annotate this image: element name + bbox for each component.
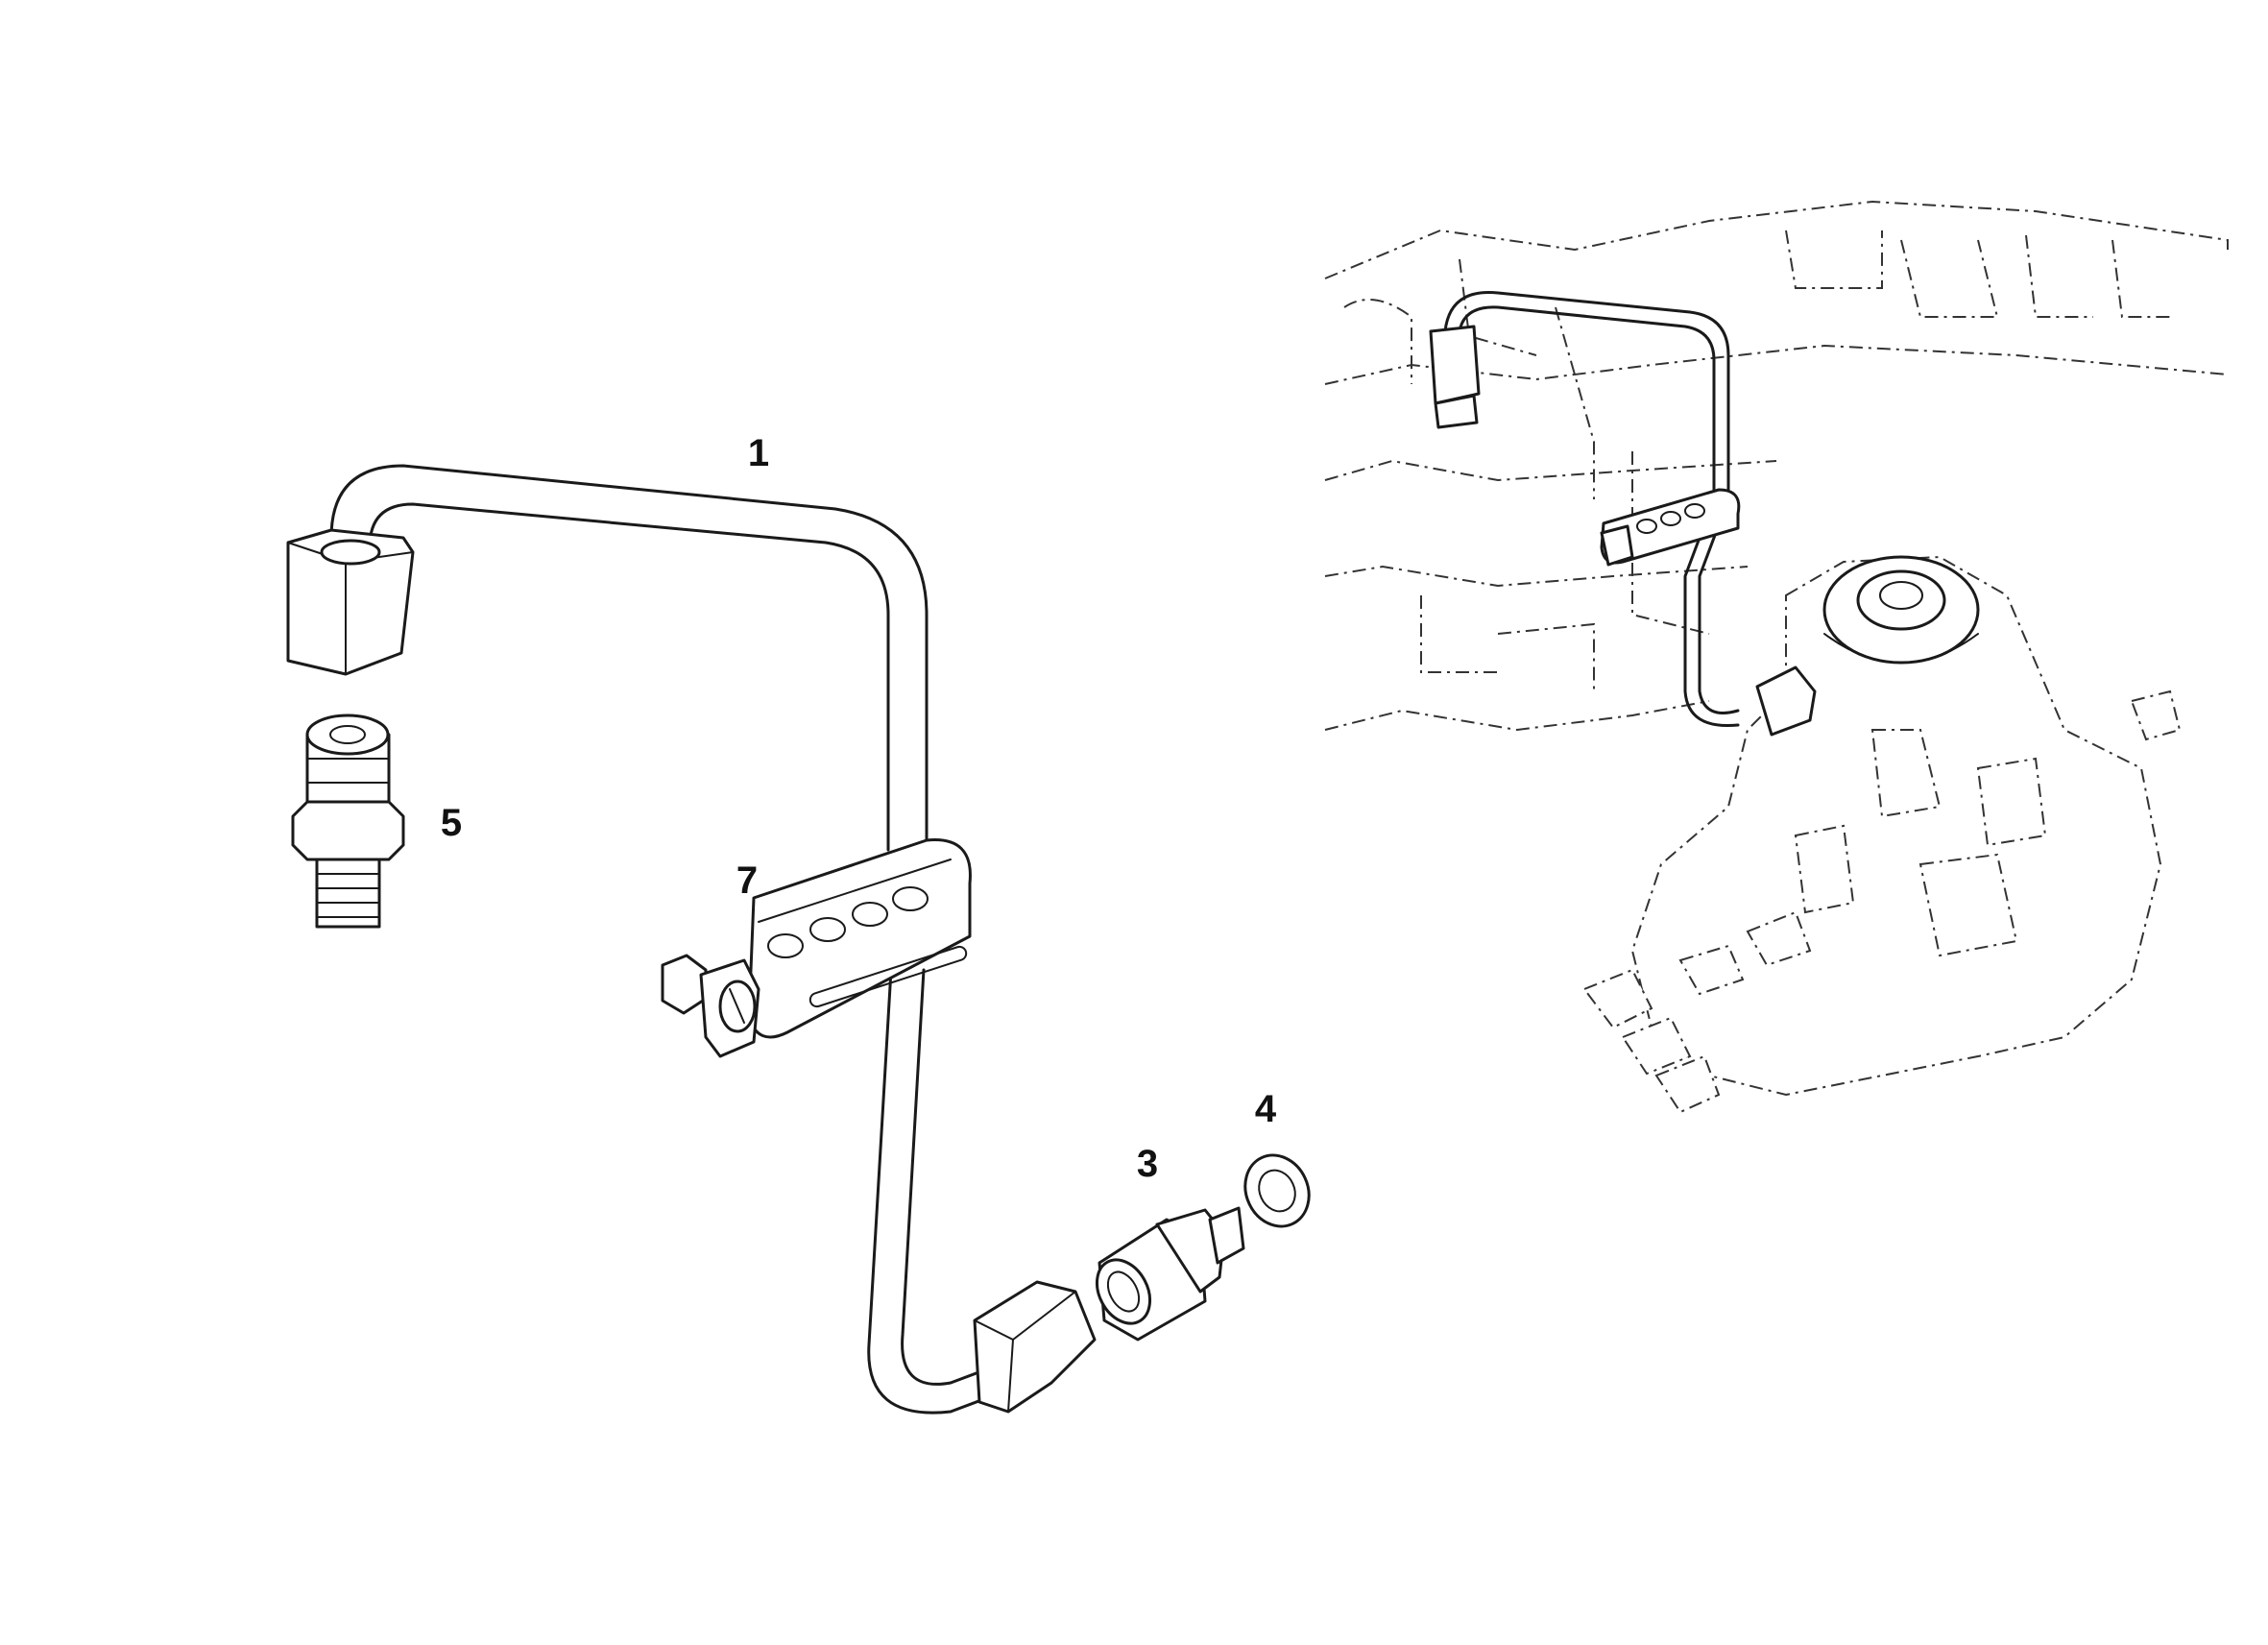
callout-label-5: 5 xyxy=(441,802,462,844)
pipe-clamp-part-7 xyxy=(661,838,972,1058)
engine-context-view xyxy=(1324,200,2229,1114)
pipe-nut-top xyxy=(286,528,415,676)
pipe-nut-bottom xyxy=(973,1280,1097,1414)
injection-pipe-part-1 xyxy=(286,464,1097,1415)
washer-part-4 xyxy=(1243,1153,1311,1228)
fitting-part-5 xyxy=(291,714,405,929)
callout-label-7: 7 xyxy=(736,859,758,902)
callout-label-1: 1 xyxy=(748,432,769,474)
connector-part-3 xyxy=(1095,1206,1245,1342)
callout-label-3: 3 xyxy=(1137,1143,1158,1185)
callout-label-4: 4 xyxy=(1255,1088,1277,1130)
